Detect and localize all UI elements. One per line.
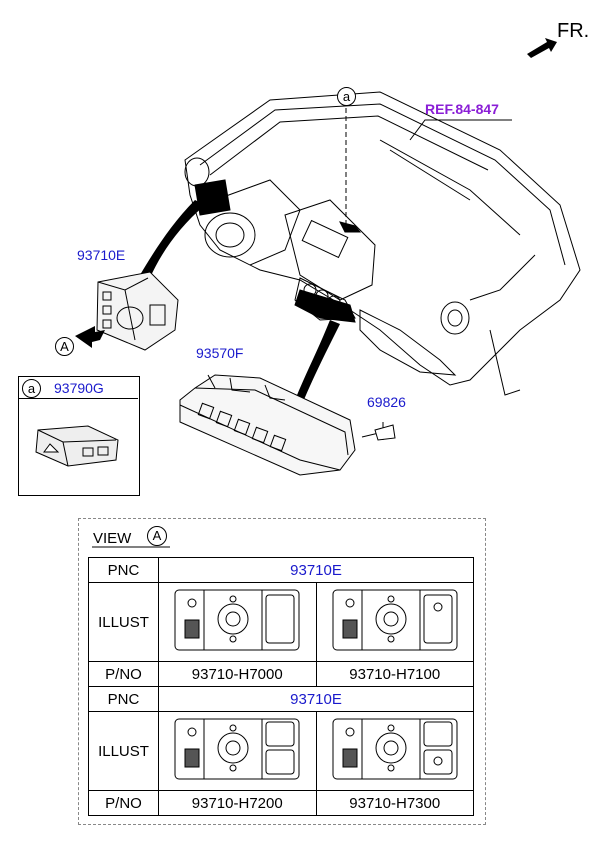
illust-header-1: ILLUST bbox=[88, 582, 159, 662]
front-direction-label: FR. bbox=[557, 20, 590, 42]
front-direction-arrow-icon bbox=[527, 38, 557, 58]
illust-cell-h7200 bbox=[158, 711, 317, 791]
view-title: VIEW bbox=[93, 530, 132, 547]
part-69826-label: 69826 bbox=[367, 394, 406, 410]
pnc-header-1: PNC bbox=[88, 557, 159, 583]
pno-header-1: P/NO bbox=[88, 661, 159, 687]
switch-illustration-h7300 bbox=[332, 718, 458, 780]
pnc-value-1: 93710E bbox=[158, 557, 474, 583]
switch-illustration-h7000 bbox=[174, 589, 300, 651]
inset-marker-circle: a bbox=[22, 379, 41, 398]
inset-frame bbox=[18, 376, 140, 496]
view-arrow-a-circle: A bbox=[55, 337, 74, 356]
part-number-h7200: 93710-H7200 bbox=[158, 790, 317, 816]
reference-label: REF.84-847 bbox=[425, 101, 499, 117]
view-a-frame bbox=[78, 518, 486, 825]
part-93570F-label: 93570F bbox=[196, 345, 244, 361]
illust-cell-h7300 bbox=[315, 711, 474, 791]
hazard-switch-illustration bbox=[35, 425, 119, 467]
pnc-header-2: PNC bbox=[88, 686, 159, 712]
pno-header-2: P/NO bbox=[88, 790, 159, 816]
part-number-h7300: 93710-H7300 bbox=[315, 790, 474, 816]
switch-illustration-h7100 bbox=[332, 589, 458, 651]
marker-a-circle: a bbox=[337, 87, 356, 106]
illust-cell-h7000 bbox=[158, 582, 317, 662]
part-number-h7000: 93710-H7000 bbox=[158, 661, 317, 687]
part-93790G-label: 93790G bbox=[54, 380, 104, 396]
illust-cell-h7100 bbox=[315, 582, 474, 662]
view-marker-circle: A bbox=[147, 526, 167, 546]
view-title-underline bbox=[92, 546, 170, 548]
dashboard-exploded-diagram bbox=[75, 91, 581, 476]
part-93710E-label: 93710E bbox=[77, 247, 126, 263]
switch-illustration-h7200 bbox=[174, 718, 300, 780]
illust-header-2: ILLUST bbox=[88, 711, 159, 791]
pnc-value-2: 93710E bbox=[158, 686, 474, 712]
view-a-table: PNC 93710E ILLUST bbox=[88, 557, 474, 816]
part-number-h7100: 93710-H7100 bbox=[315, 661, 474, 687]
inset-header bbox=[18, 376, 138, 399]
